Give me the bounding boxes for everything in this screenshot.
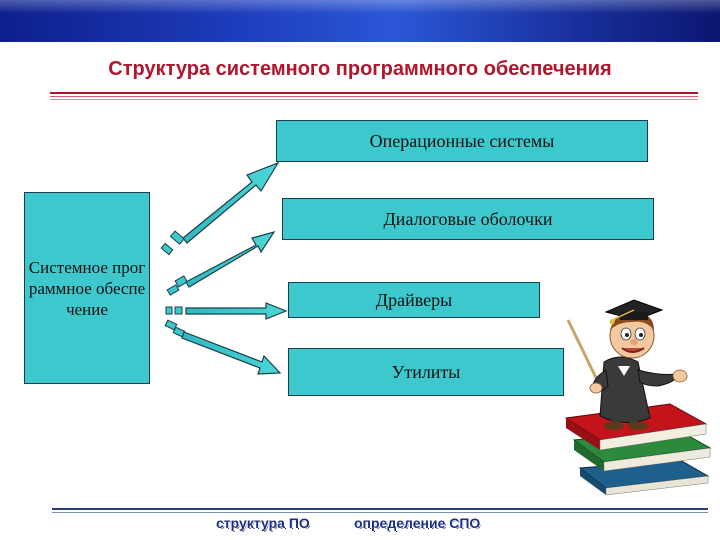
header-shine [0,0,720,14]
header-bar [0,0,720,42]
professor-on-books-icon [564,299,712,496]
title-divider [50,92,698,94]
arrow-to-drivers [165,302,288,320]
title-divider [50,99,698,100]
root-node: Системное программное обеспечение [24,192,150,384]
nav-link-structure[interactable]: структура ПО [216,515,310,531]
child-node-drivers: Драйверы [288,282,540,318]
books-stack-icon [564,403,712,496]
child-node-utilities: Утилиты [288,348,564,396]
nav-link-definition[interactable]: определение СПО [354,515,481,531]
footer-divider [52,508,708,510]
child-node-shells: Диалоговые оболочки [282,198,654,240]
page-title: Структура системного программного обеспе… [108,58,612,80]
pointer-stick-icon [566,319,602,387]
arrow-to-shells [166,231,276,296]
arrow-to-utilities [164,319,282,375]
child-node-os: Операционные системы [276,120,648,162]
footer-divider [52,512,708,513]
arrow-to-os [160,161,280,256]
title-divider [50,96,698,97]
